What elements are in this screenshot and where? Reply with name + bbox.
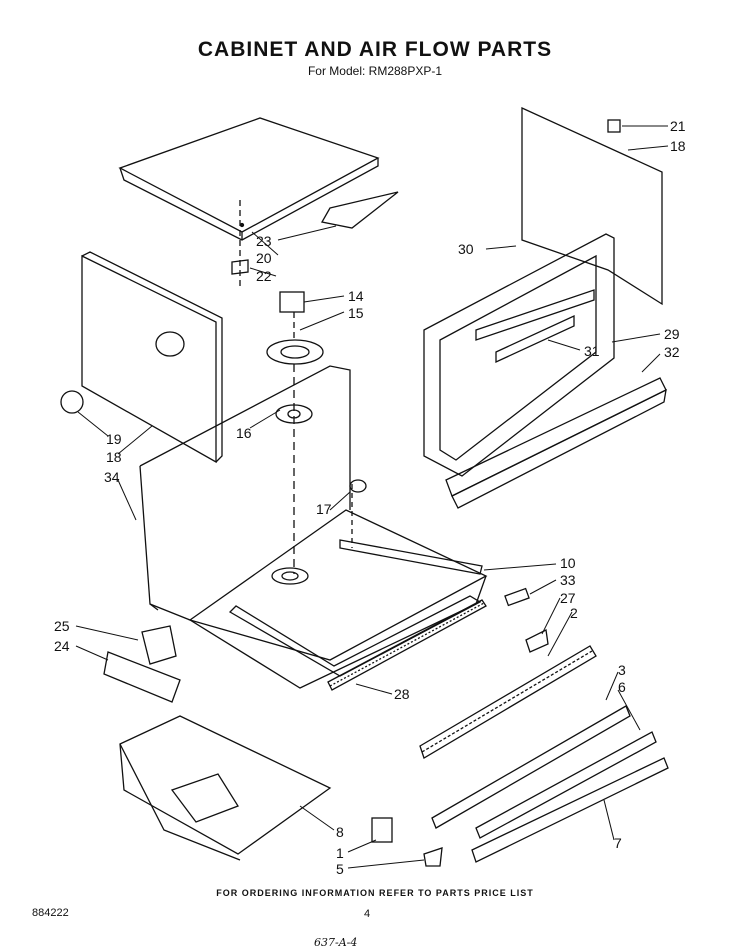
label-18-left: 18 [106,449,122,465]
label-20: 20 [256,250,272,266]
label-1: 1 [336,845,344,861]
front-grille-32 [445,377,667,509]
top-cover-panel [118,117,399,241]
label-34: 34 [104,469,120,485]
model-subtitle: For Model: RM288PXP-1 [307,64,443,78]
label-10: 10 [560,555,576,571]
label-16: 16 [236,425,252,441]
mesh-filter-2 [419,645,597,759]
part-labels: 21 18 30 23 20 22 14 15 29 32 31 16 19 1… [54,118,686,877]
base-plate-8 [119,715,332,861]
label-15: 15 [348,305,364,321]
page-number: 4 [364,908,371,920]
label-5: 5 [336,861,344,877]
label-30: 30 [458,241,474,257]
fan-motor-assembly [266,291,324,574]
label-31: 31 [584,343,600,359]
cylinder-part-33 [504,587,549,653]
label-32: 32 [664,344,680,360]
ordering-note: FOR ORDERING INFORMATION REFER TO PARTS … [216,888,534,898]
label-25: 25 [54,618,70,634]
knob-part-5 [423,847,443,867]
label-24: 24 [54,638,70,654]
main-cabinet-base [139,365,488,689]
bracket-part-22 [231,259,249,275]
page-title: CABINET AND AIR FLOW PARTS [197,38,553,61]
label-29: 29 [664,326,680,342]
label-33: 33 [560,572,576,588]
label-18-top: 18 [670,138,686,154]
label-19: 19 [106,431,122,447]
label-3: 3 [618,662,626,678]
rear-frame-panel [423,106,663,477]
duct-part-24 [103,625,181,703]
label-7: 7 [614,835,622,851]
label-2: 2 [570,605,578,621]
label-14: 14 [348,288,364,304]
label-27: 27 [560,590,576,606]
label-21: 21 [670,118,686,134]
label-23: 23 [256,233,272,249]
grille-strip-28 [327,599,487,691]
leader-lines [75,125,669,869]
label-28: 28 [394,686,410,702]
document-number: 884222 [32,907,69,919]
label-17: 17 [316,501,332,517]
label-8: 8 [336,824,344,840]
left-side-panel [60,251,223,464]
label-22: 22 [256,268,272,284]
switch-part-1 [371,817,393,843]
label-6: 6 [618,679,626,695]
handwritten-code: 637-A-4 [314,936,358,949]
rail-parts-3-6-7 [431,705,669,863]
